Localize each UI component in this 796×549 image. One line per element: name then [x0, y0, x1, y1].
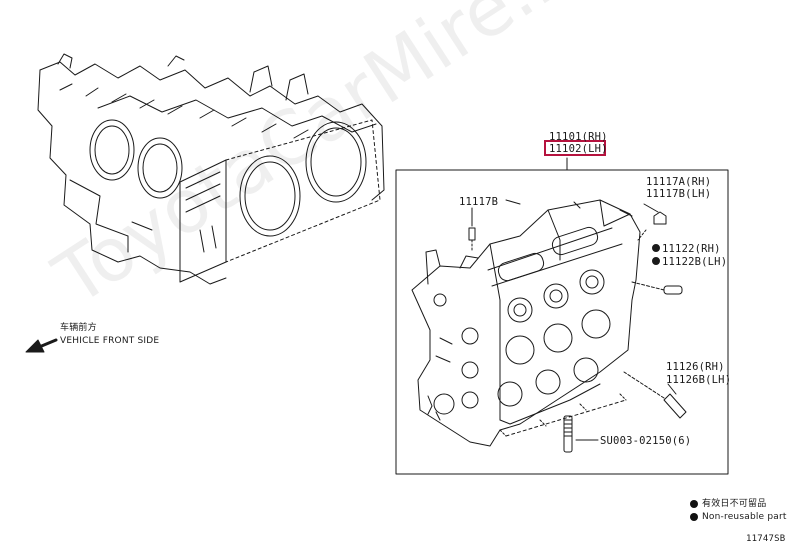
- label-part-rh[interactable]: 11101(RH): [549, 131, 608, 143]
- label-plug-b-lh[interactable]: 11117B(LH): [646, 188, 712, 200]
- label-stud-rh[interactable]: 11126(RH): [666, 361, 725, 373]
- label-plug-a-rh[interactable]: 11117A(RH): [646, 176, 712, 188]
- front-direction-arrow: [25, 338, 58, 353]
- non-reusable-dot-icon: [690, 512, 698, 521]
- diagram-code: 11747SB: [746, 534, 786, 544]
- legend-english-text: Non-reusable part: [702, 512, 787, 522]
- front-direction-chinese: 车辆前方: [60, 323, 97, 333]
- part-highlight-box: [544, 140, 606, 156]
- label-bolt[interactable]: SU003-02150(6): [600, 435, 692, 447]
- front-direction-english: VEHICLE FRONT SIDE: [60, 336, 160, 346]
- engine-block-drawing: [37, 53, 385, 285]
- legend-english: Non-reusable part: [690, 511, 787, 523]
- small-parts-drawing: [468, 203, 687, 453]
- label-pin-rh[interactable]: 11122(RH): [662, 243, 721, 255]
- non-reusable-dot-icon: [690, 499, 698, 508]
- legend-chinese: 有效日不可留品: [690, 498, 766, 510]
- legend-chinese-text: 有效日不可留品: [702, 499, 767, 509]
- detail-frame: [395, 169, 729, 475]
- label-stud-lh[interactable]: 11126B(LH): [666, 374, 732, 386]
- label-plug-b[interactable]: 11117B: [459, 196, 499, 208]
- cylinder-head-drawing: [411, 199, 641, 447]
- label-pin-lh[interactable]: 11122B(LH): [662, 256, 728, 268]
- label-part-lh[interactable]: 11102(LH): [549, 143, 608, 155]
